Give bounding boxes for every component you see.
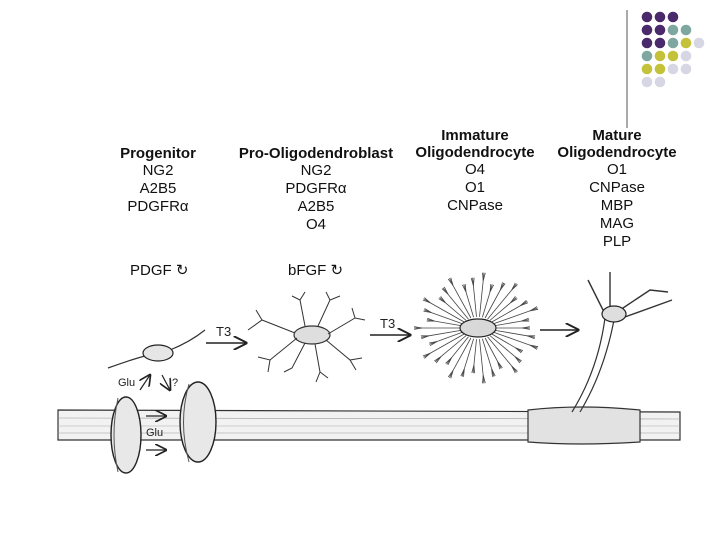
arrow-label-t3: T3 [380, 316, 395, 331]
growth-factor-bfgf: bFGF ↻ [288, 262, 344, 279]
marker: MAG [599, 215, 635, 232]
marker: O4 [305, 216, 326, 233]
arrow-label-t3: T3 [216, 324, 231, 339]
glu-label: Glu [118, 377, 135, 389]
stage-mature-oligodendrocyte: Mature Oligodendrocyte O1 CNPase MBP MAG… [552, 127, 682, 251]
marker: CNPase [447, 197, 503, 214]
marker: PLP [602, 233, 632, 250]
stage-title-line2: Oligodendrocyte [415, 144, 535, 161]
decor-dot [641, 37, 653, 49]
myelin-sheath [527, 406, 641, 445]
stage-title: Pro-Oligodendroblast [238, 145, 394, 162]
decor-dot [641, 24, 653, 36]
marker: O1 [606, 161, 627, 178]
presynaptic-bouton [110, 396, 142, 474]
marker: A2B5 [297, 198, 335, 215]
progenitor-cell [107, 329, 206, 369]
decor-dot [680, 24, 692, 36]
mature-oligodendrocyte-cell [571, 272, 673, 413]
decor-dot [667, 50, 679, 62]
decor-dot [667, 24, 679, 36]
stage-title: Immature [441, 127, 509, 144]
glu-arrow-down [162, 374, 170, 390]
growth-factor-pdgf: PDGF ↻ [130, 262, 189, 279]
stage-title-line2: Oligodendrocyte [557, 144, 677, 161]
glu-arrow-up [140, 375, 150, 391]
decor-dot [654, 76, 666, 88]
decor-dot [680, 50, 692, 62]
stage-title: Mature [592, 127, 642, 144]
marker: CNPase [589, 179, 645, 196]
decor-dot [680, 37, 692, 49]
decor-dot [654, 63, 666, 75]
marker: A2B5 [139, 180, 177, 197]
marker: NG2 [300, 162, 332, 179]
marker: MBP [600, 197, 634, 214]
decor-dot [641, 11, 653, 23]
decor-dot [667, 37, 679, 49]
glu-axon-label: Glu [146, 427, 163, 439]
decor-dot [667, 11, 679, 23]
decor-dot [654, 24, 666, 36]
decor-dot [654, 37, 666, 49]
stage-title: Progenitor [120, 145, 196, 162]
stage-progenitor: Progenitor NG2 A2B5 PDGFRα [108, 145, 208, 216]
immature-oligodendrocyte-cell [414, 272, 539, 384]
marker: NG2 [142, 162, 174, 179]
question-label: ? [172, 377, 178, 389]
marker: O4 [464, 161, 485, 178]
decor-dot [641, 63, 653, 75]
postsynaptic-bouton [179, 381, 217, 463]
decor-dot [693, 37, 705, 49]
decor-dot [641, 50, 653, 62]
decor-dot [667, 63, 679, 75]
pro-oligodendroblast-cell [247, 291, 366, 383]
stage-immature-oligodendrocyte: Immature Oligodendrocyte O4 O1 CNPase [410, 127, 540, 215]
decor-dot [654, 11, 666, 23]
marker: PDGFRα [285, 180, 347, 197]
marker: O1 [464, 179, 485, 196]
decor-dot [680, 63, 692, 75]
decor-dot [654, 50, 666, 62]
stage-pro-oligodendroblast: Pro-Oligodendroblast NG2 PDGFRα A2B5 O4 [232, 145, 400, 234]
marker: PDGFRα [127, 198, 189, 215]
decor-dot [641, 76, 653, 88]
